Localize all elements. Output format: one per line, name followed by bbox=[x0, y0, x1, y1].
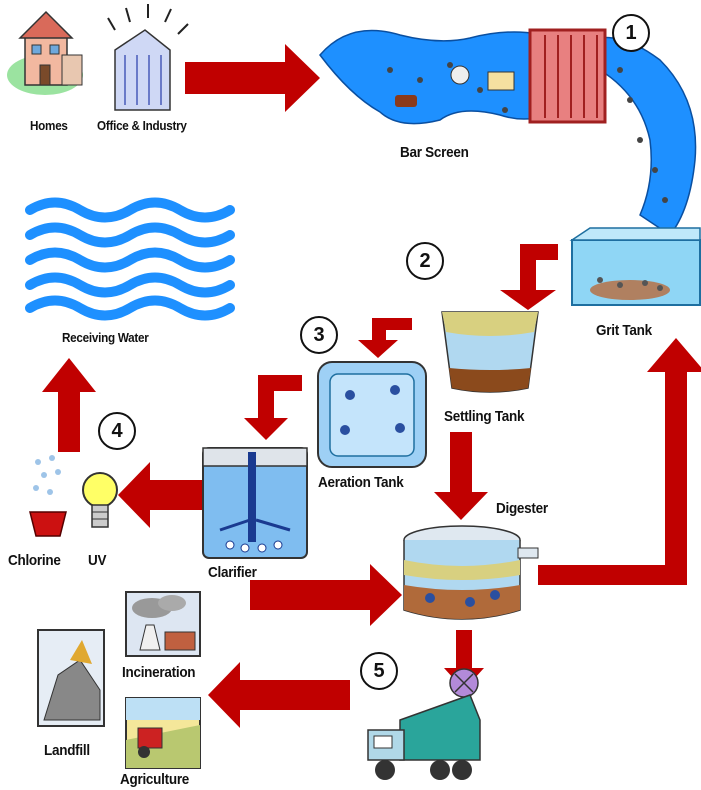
step-5-badge: 5 bbox=[360, 652, 398, 690]
grit-tank-label: Grit Tank bbox=[596, 322, 652, 339]
agriculture-icon bbox=[125, 697, 201, 769]
uv-label: UV bbox=[88, 552, 107, 569]
homes-label: Homes bbox=[30, 118, 68, 133]
receiving-water-waves bbox=[25, 197, 235, 321]
arrow-recycle-to-grit-tank bbox=[538, 338, 701, 585]
pump-icon bbox=[449, 668, 479, 698]
landfill-label: Landfill bbox=[44, 742, 90, 759]
arrow-clarifier-to-digester bbox=[250, 564, 402, 626]
incineration-icon bbox=[125, 591, 201, 657]
bar-screen-channel bbox=[319, 28, 697, 237]
homes-icon bbox=[7, 10, 83, 95]
settling-tank-label: Settling Tank bbox=[444, 408, 525, 425]
office-building-icon bbox=[107, 4, 189, 111]
settling-tank bbox=[441, 311, 539, 393]
step-2-badge: 2 bbox=[406, 242, 444, 280]
dump-truck-icon bbox=[367, 694, 481, 780]
aeration-tank bbox=[317, 361, 427, 468]
clarifier-tank bbox=[202, 447, 308, 559]
digester-label: Digester bbox=[496, 500, 548, 517]
office-industry-label: Office & Industry bbox=[97, 118, 187, 133]
landfill-icon bbox=[37, 629, 105, 727]
uv-bulb-icon bbox=[82, 472, 118, 528]
receiving-water-label: Receiving Water bbox=[62, 330, 149, 345]
chlorine-label: Chlorine bbox=[8, 552, 61, 569]
arrow-to-clarifier bbox=[244, 375, 302, 440]
arrow-to-disposal bbox=[208, 662, 350, 728]
arrow-to-receiving-water bbox=[42, 358, 96, 452]
step-1-badge: 1 bbox=[612, 14, 650, 52]
clarifier-label: Clarifier bbox=[208, 564, 257, 581]
aeration-tank-label: Aeration Tank bbox=[318, 474, 404, 491]
arrow-to-digester bbox=[434, 432, 488, 520]
arrow-to-uv bbox=[118, 462, 202, 528]
bar-screen-label: Bar Screen bbox=[400, 144, 469, 161]
arrow-to-bar-screen bbox=[185, 44, 320, 112]
step-3-badge: 3 bbox=[300, 316, 338, 354]
agriculture-label: Agriculture bbox=[120, 771, 190, 788]
arrow-to-aeration-tank bbox=[358, 318, 412, 358]
arrow-to-settling-tank bbox=[500, 244, 558, 310]
incineration-label: Incineration bbox=[122, 664, 196, 681]
chlorine-icon bbox=[29, 455, 67, 537]
digester-tank bbox=[403, 525, 539, 620]
step-4-badge: 4 bbox=[98, 412, 136, 450]
grit-tank bbox=[569, 227, 701, 306]
